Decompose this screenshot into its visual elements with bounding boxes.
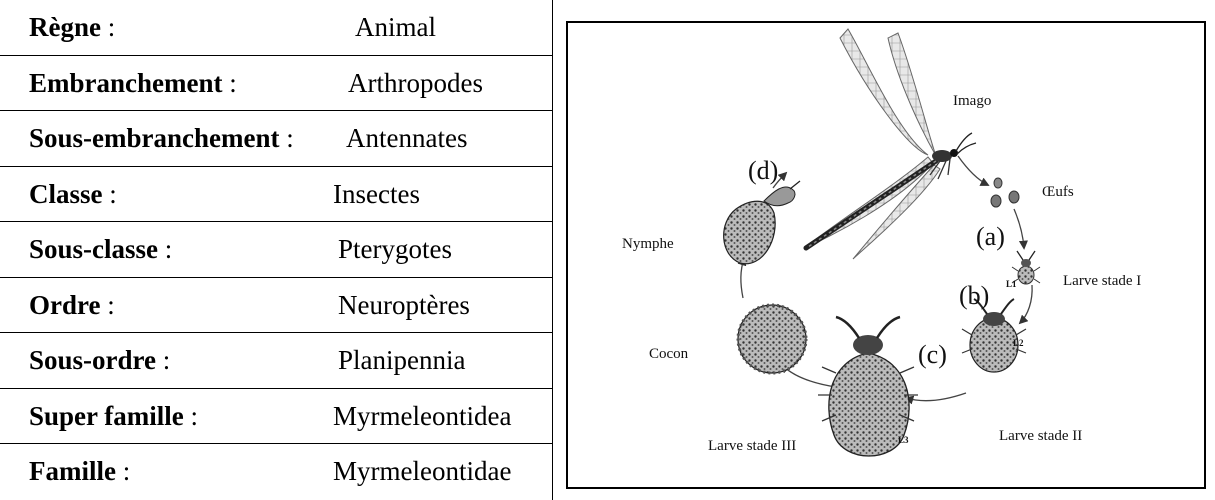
rank-label: Sous-classe : <box>29 222 172 277</box>
rank-label: Sous-embranchement : <box>29 111 294 166</box>
rank-label: Super famille : <box>29 389 198 444</box>
rank-label: Classe : <box>29 167 117 222</box>
taxonomy-row-super-famille: Super famille : Myrmeleontidea <box>0 389 553 445</box>
taxonomy-row-sous-classe: Sous-classe : Pterygotes <box>0 222 553 278</box>
label-imago: Imago <box>953 93 991 109</box>
marker-a: (a) <box>976 222 1005 251</box>
rank-label: Sous-ordre : <box>29 333 170 388</box>
arrow-larva1-to-larva2 <box>1020 285 1032 323</box>
cocoon-illustration <box>738 305 806 373</box>
rank-value: Myrmeleontidea <box>333 389 511 444</box>
rank-label: Ordre : <box>29 278 115 333</box>
label-larva2: Larve stade II <box>999 428 1082 444</box>
taxonomy-table: Règne : Animal Embranchement : Arthropod… <box>0 0 553 500</box>
life-cycle-svg: Imago Œufs Larve stade I Larve stade II … <box>568 23 1204 487</box>
marker-b: (b) <box>959 281 989 310</box>
label-cocoon: Cocon <box>649 346 689 362</box>
tag-l2: L2 <box>1013 338 1024 348</box>
taxonomy-row-regne: Règne : Animal <box>0 0 553 56</box>
life-cycle-diagram: Imago Œufs Larve stade I Larve stade II … <box>566 21 1206 489</box>
arrow-imago-to-eggs <box>958 156 988 185</box>
rank-value: Antennates <box>346 111 467 166</box>
marker-d: (d) <box>748 156 778 185</box>
taxonomy-row-classe: Classe : Insectes <box>0 167 553 223</box>
taxonomy-row-ordre: Ordre : Neuroptères <box>0 278 553 334</box>
marker-c: (c) <box>918 340 947 369</box>
taxonomy-row-sous-embranchement: Sous-embranchement : Antennates <box>0 111 553 167</box>
label-nymph: Nymphe <box>622 236 674 252</box>
imago-illustration <box>804 29 976 259</box>
arrow-eggs-to-larva1 <box>1014 209 1024 248</box>
rank-value: Myrmeleontidae <box>333 444 511 499</box>
rank-label: Embranchement : <box>29 56 237 111</box>
rank-value: Arthropodes <box>348 56 483 111</box>
rank-value: Pterygotes <box>338 222 452 277</box>
rank-value: Insectes <box>333 167 420 222</box>
taxonomy-row-famille: Famille : Myrmeleontidae <box>0 444 553 500</box>
rank-value: Neuroptères <box>338 278 470 333</box>
rank-label: Famille : <box>29 444 130 499</box>
nymph-illustration <box>724 181 800 264</box>
label-larva3: Larve stade III <box>708 438 796 454</box>
rank-label: Règne : <box>29 0 115 55</box>
arrow-larva2-to-larva3 <box>906 393 966 401</box>
rank-value: Animal <box>355 0 436 55</box>
taxonomy-row-embranchement: Embranchement : Arthropodes <box>0 56 553 112</box>
tag-l3: L3 <box>898 435 909 445</box>
tag-l1: L1 <box>1006 279 1017 289</box>
label-larva1: Larve stade I <box>1063 273 1141 289</box>
eggs-illustration <box>991 178 1019 207</box>
rank-value: Planipennia <box>338 333 465 388</box>
label-eggs: Œufs <box>1042 184 1074 200</box>
taxonomy-row-sous-ordre: Sous-ordre : Planipennia <box>0 333 553 389</box>
